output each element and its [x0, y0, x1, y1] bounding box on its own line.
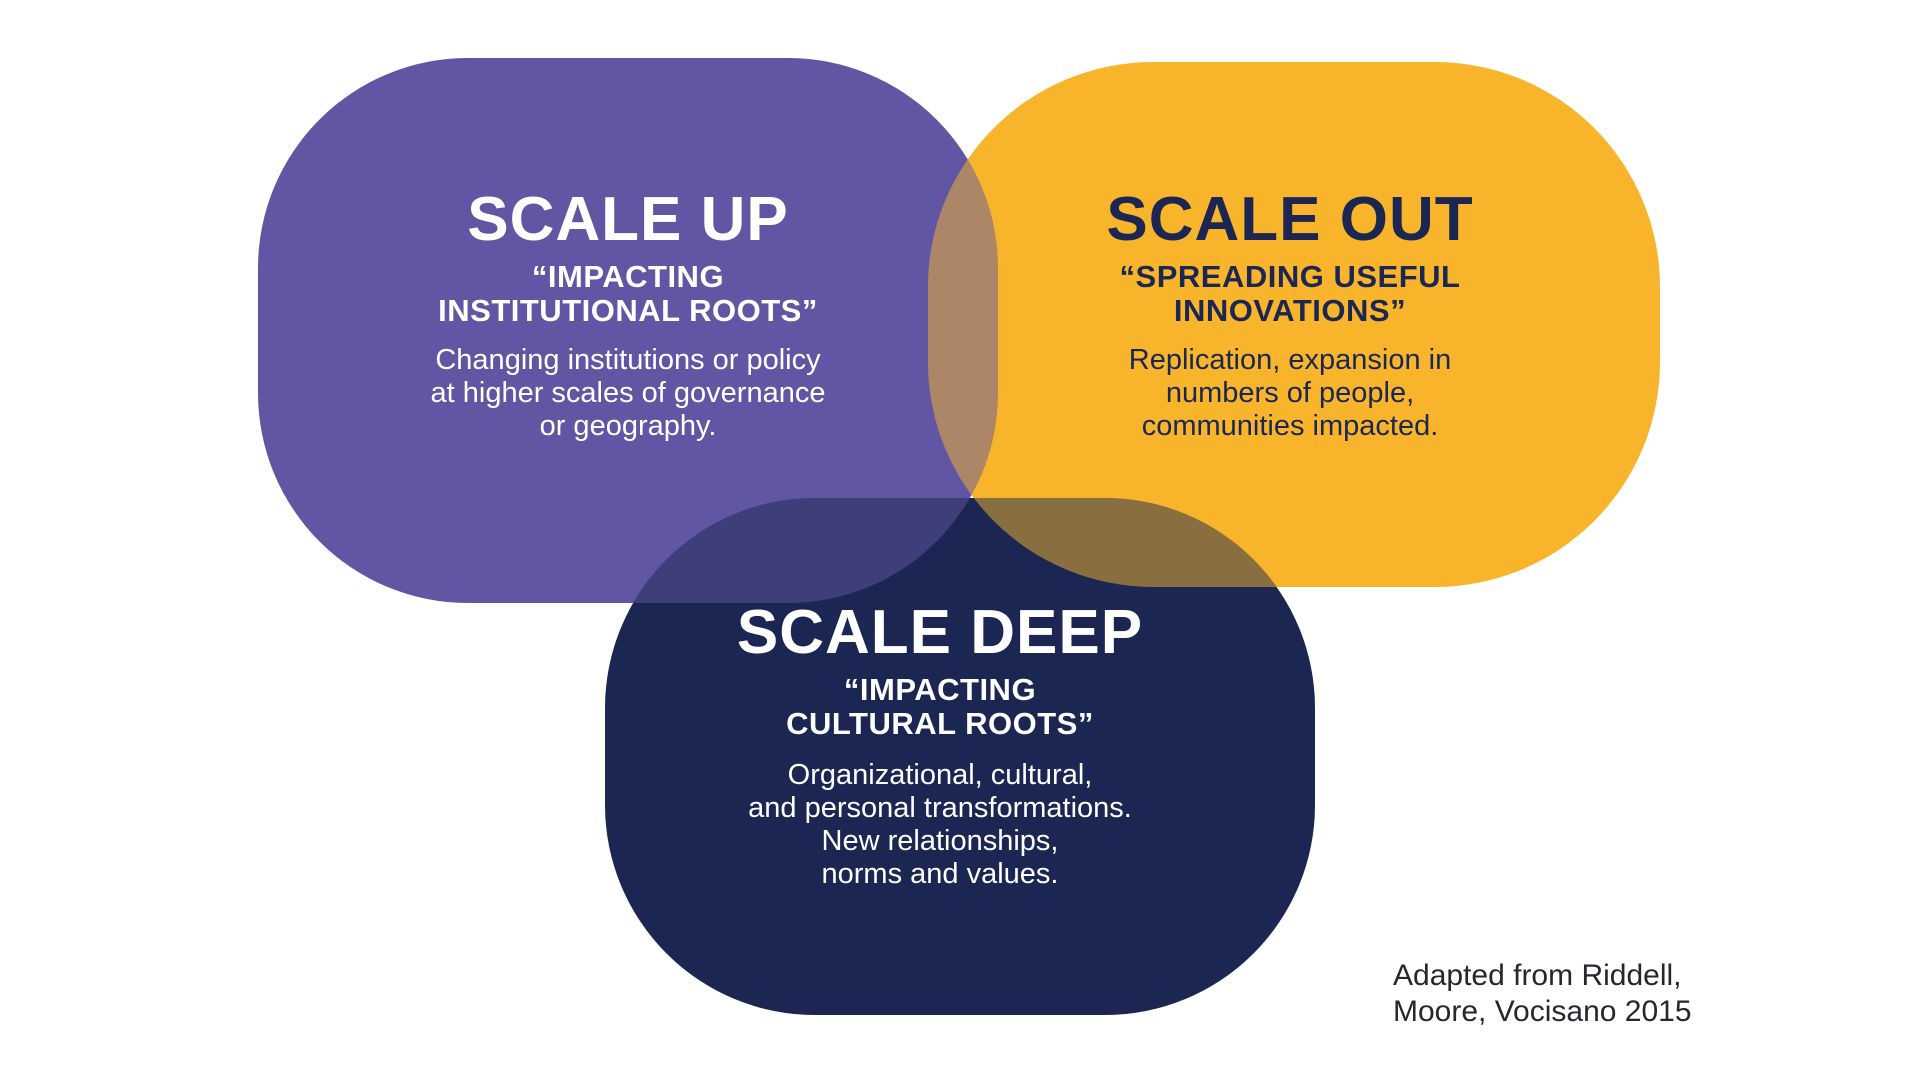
- scale-deep-body-line: New relationships,: [821, 825, 1059, 857]
- scale-up-quote: “IMPACTING INSTITUTIONAL ROOTS”: [278, 260, 978, 328]
- caption-line: Moore, Vocisano 2015: [1393, 995, 1692, 1028]
- scale-up-title: SCALE UP: [467, 185, 789, 254]
- scale-out-body: Replication, expansion in numbers of peo…: [940, 344, 1640, 443]
- scale-out-title: SCALE OUT: [1106, 185, 1474, 254]
- scale-deep-quote-line: “IMPACTING: [843, 672, 1037, 707]
- scale-out-quote-line: “SPREADING USEFUL: [1119, 259, 1461, 294]
- scale-up-body-line: at higher scales of governance: [430, 377, 826, 409]
- scale-out-body-line: numbers of people,: [1165, 377, 1415, 409]
- scale-out-quote-line: INNOVATIONS”: [1173, 293, 1407, 328]
- scale-up-card: SCALE UP “IMPACTING INSTITUTIONAL ROOTS”…: [278, 185, 978, 443]
- scale-up-body-line: or geography.: [539, 410, 717, 442]
- scale-deep-body: Organizational, cultural, and personal t…: [590, 759, 1290, 891]
- scale-up-quote-line: “IMPACTING: [531, 259, 725, 294]
- source-caption: Adapted from Riddell, Moore, Vocisano 20…: [1393, 958, 1692, 1030]
- scale-out-body-line: Replication, expansion in: [1128, 344, 1452, 376]
- scale-deep-title: SCALE DEEP: [736, 598, 1144, 667]
- scale-out-quote: “SPREADING USEFUL INNOVATIONS”: [940, 260, 1640, 328]
- scale-deep-quote: “IMPACTING CULTURAL ROOTS”: [590, 673, 1290, 741]
- caption-line: Adapted from Riddell,: [1393, 959, 1682, 992]
- scale-deep-body-line: and personal transformations.: [748, 792, 1132, 824]
- scale-out-card: SCALE OUT “SPREADING USEFUL INNOVATIONS”…: [940, 185, 1640, 443]
- scale-deep-body-line: norms and values.: [821, 858, 1059, 890]
- scale-deep-body-line: Organizational, cultural,: [787, 759, 1093, 791]
- scale-up-quote-line: INSTITUTIONAL ROOTS”: [438, 293, 818, 328]
- scale-up-body: Changing institutions or policy at highe…: [278, 344, 978, 443]
- scale-out-body-line: communities impacted.: [1141, 410, 1439, 442]
- scale-deep-quote-line: CULTURAL ROOTS”: [786, 706, 1094, 741]
- scale-deep-card: SCALE DEEP “IMPACTING CULTURAL ROOTS” Or…: [590, 598, 1290, 891]
- scale-up-body-line: Changing institutions or policy: [435, 344, 821, 376]
